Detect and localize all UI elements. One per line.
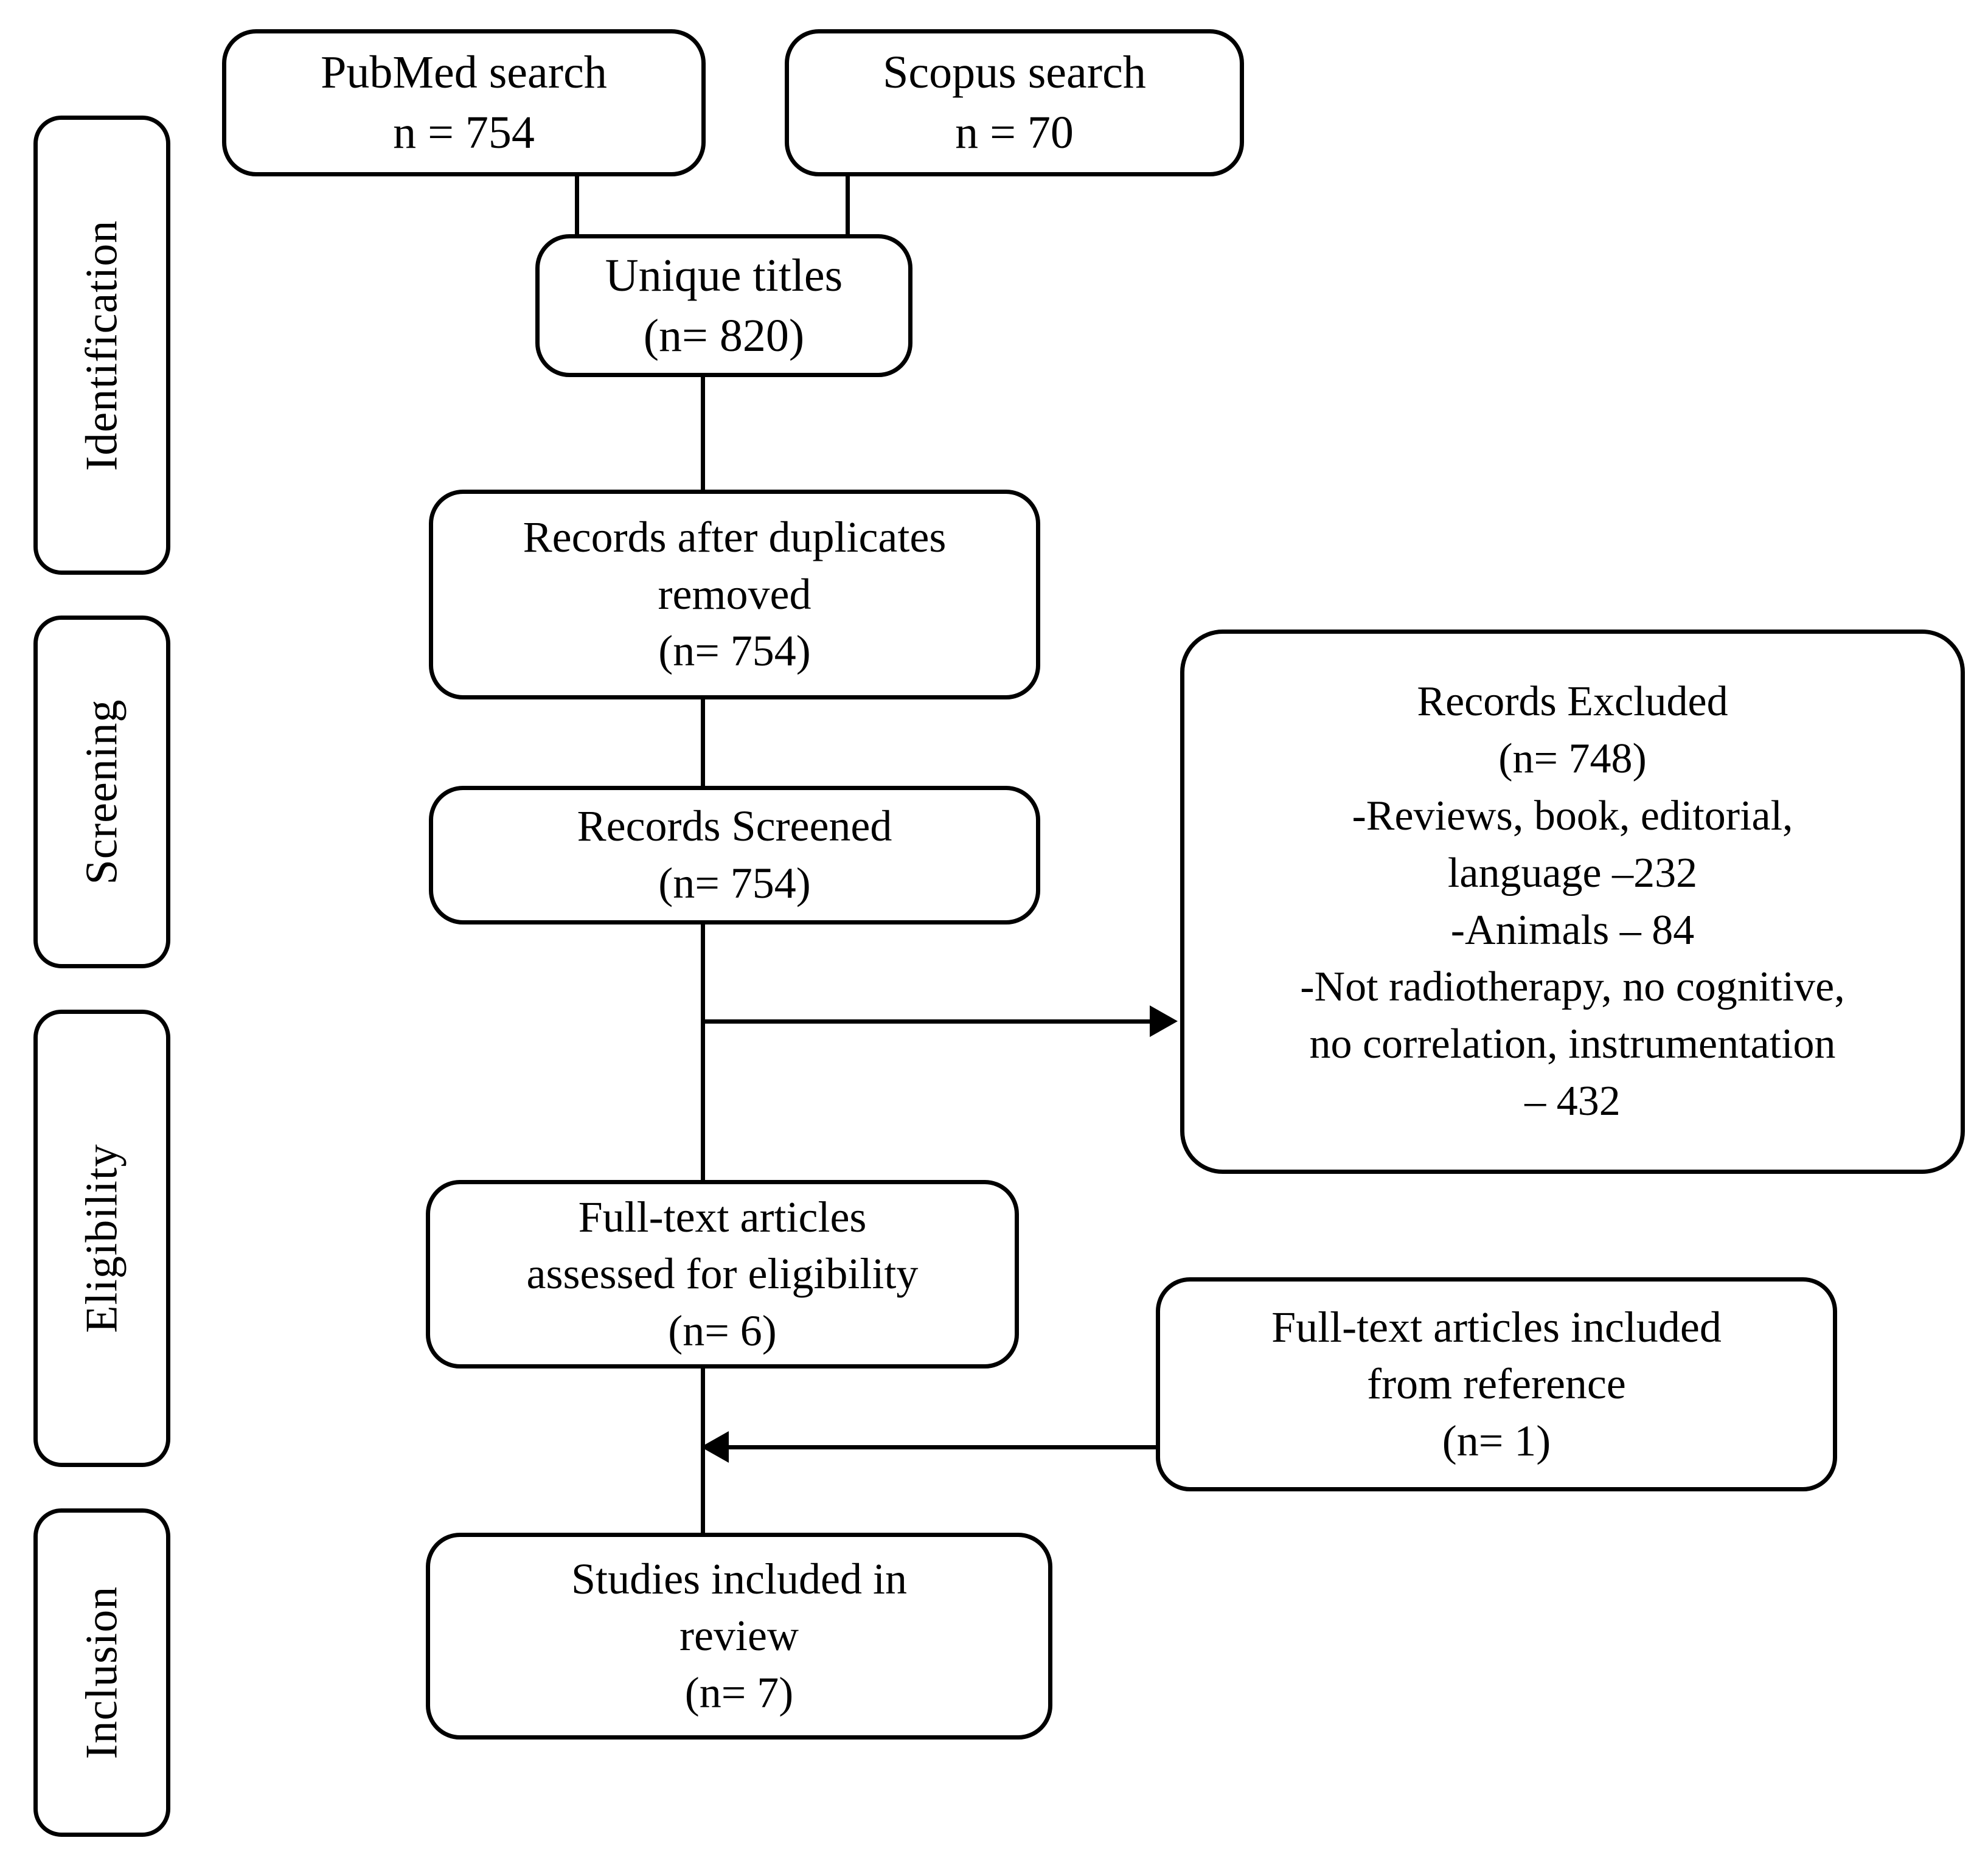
node-records-excluded-line-4: language –232 <box>1447 849 1698 897</box>
node-pubmed-search[interactable]: PubMed search n = 754 <box>222 29 706 176</box>
arrow-to-records-excluded <box>1150 1005 1178 1037</box>
node-records-screened[interactable]: Records Screened (n= 754) <box>429 786 1040 924</box>
node-scopus-search[interactable]: Scopus search n = 70 <box>785 29 1244 176</box>
node-records-excluded-line-1: Records Excluded <box>1417 678 1728 726</box>
connector-scopus-to-unique <box>846 175 850 238</box>
node-pubmed-line-2: n = 754 <box>393 107 535 158</box>
connector-screened-to-excluded-line <box>701 1019 1151 1024</box>
node-fulltext-assessed-line-3: (n= 6) <box>668 1306 777 1355</box>
node-records-excluded-line-7: no correlation, instrumentation <box>1309 1021 1836 1068</box>
phase-label-screening: Screening <box>77 699 127 885</box>
node-records-excluded[interactable]: Records Excluded (n= 748) -Reviews, book… <box>1180 630 1965 1174</box>
node-fulltext-assessed[interactable]: Full-text articles assessed for eligibil… <box>426 1180 1019 1369</box>
node-unique-titles[interactable]: Unique titles (n= 820) <box>535 234 912 377</box>
node-studies-included-line-1: Studies included in <box>571 1554 907 1603</box>
node-after-duplicates-line-2: removed <box>658 569 812 619</box>
node-fulltext-reference-line-1: Full-text articles included <box>1271 1302 1722 1351</box>
node-records-after-duplicates[interactable]: Records after duplicates removed (n= 754… <box>429 490 1040 699</box>
connector-unique-to-after-duplicates <box>701 375 705 494</box>
connector-pubmed-to-unique <box>575 175 579 238</box>
node-records-excluded-line-8: – 432 <box>1524 1077 1621 1125</box>
node-records-excluded-line-2: (n= 748) <box>1498 735 1647 783</box>
node-fulltext-reference-line-3: (n= 1) <box>1442 1416 1551 1465</box>
node-scopus-line-2: n = 70 <box>955 107 1074 158</box>
node-unique-titles-line-1: Unique titles <box>605 249 843 301</box>
phase-label-inclusion: Inclusion <box>77 1586 127 1760</box>
phase-box-inclusion[interactable]: Inclusion <box>33 1508 170 1837</box>
connector-screened-to-fulltext <box>701 922 705 1184</box>
node-records-screened-line-2: (n= 754) <box>658 859 811 907</box>
phase-label-identification: Identification <box>77 220 127 471</box>
node-scopus-line-1: Scopus search <box>883 47 1146 99</box>
node-after-duplicates-line-3: (n= 754) <box>658 626 811 676</box>
phase-box-eligibility[interactable]: Eligibility <box>33 1010 170 1467</box>
phase-box-identification[interactable]: Identification <box>33 116 170 575</box>
node-studies-included-line-3: (n= 7) <box>684 1668 794 1717</box>
node-studies-included[interactable]: Studies included in review (n= 7) <box>426 1533 1052 1740</box>
node-fulltext-reference-line-2: from reference <box>1367 1359 1626 1409</box>
node-pubmed-line-1: PubMed search <box>321 47 607 99</box>
node-records-excluded-line-6: -Not radiotherapy, no cognitive, <box>1300 963 1845 1011</box>
node-fulltext-assessed-line-1: Full-text articles <box>578 1192 867 1241</box>
node-records-excluded-line-3: -Reviews, book, editorial, <box>1352 792 1793 839</box>
node-after-duplicates-line-1: Records after duplicates <box>523 513 947 562</box>
connector-reference-to-stem-line <box>728 1445 1157 1449</box>
node-unique-titles-line-2: (n= 820) <box>643 310 805 361</box>
node-fulltext-from-reference[interactable]: Full-text articles included from referen… <box>1156 1277 1837 1491</box>
arrow-to-main-stem <box>701 1431 729 1463</box>
node-records-screened-line-1: Records Screened <box>577 802 892 851</box>
phase-label-eligibility: Eligibility <box>77 1143 127 1333</box>
node-records-excluded-line-5: -Animals – 84 <box>1450 906 1695 954</box>
node-studies-included-line-2: review <box>679 1611 799 1660</box>
node-fulltext-assessed-line-2: assessed for eligibility <box>526 1249 919 1299</box>
connector-after-duplicates-to-screened <box>701 697 705 788</box>
phase-box-screening[interactable]: Screening <box>33 616 170 968</box>
